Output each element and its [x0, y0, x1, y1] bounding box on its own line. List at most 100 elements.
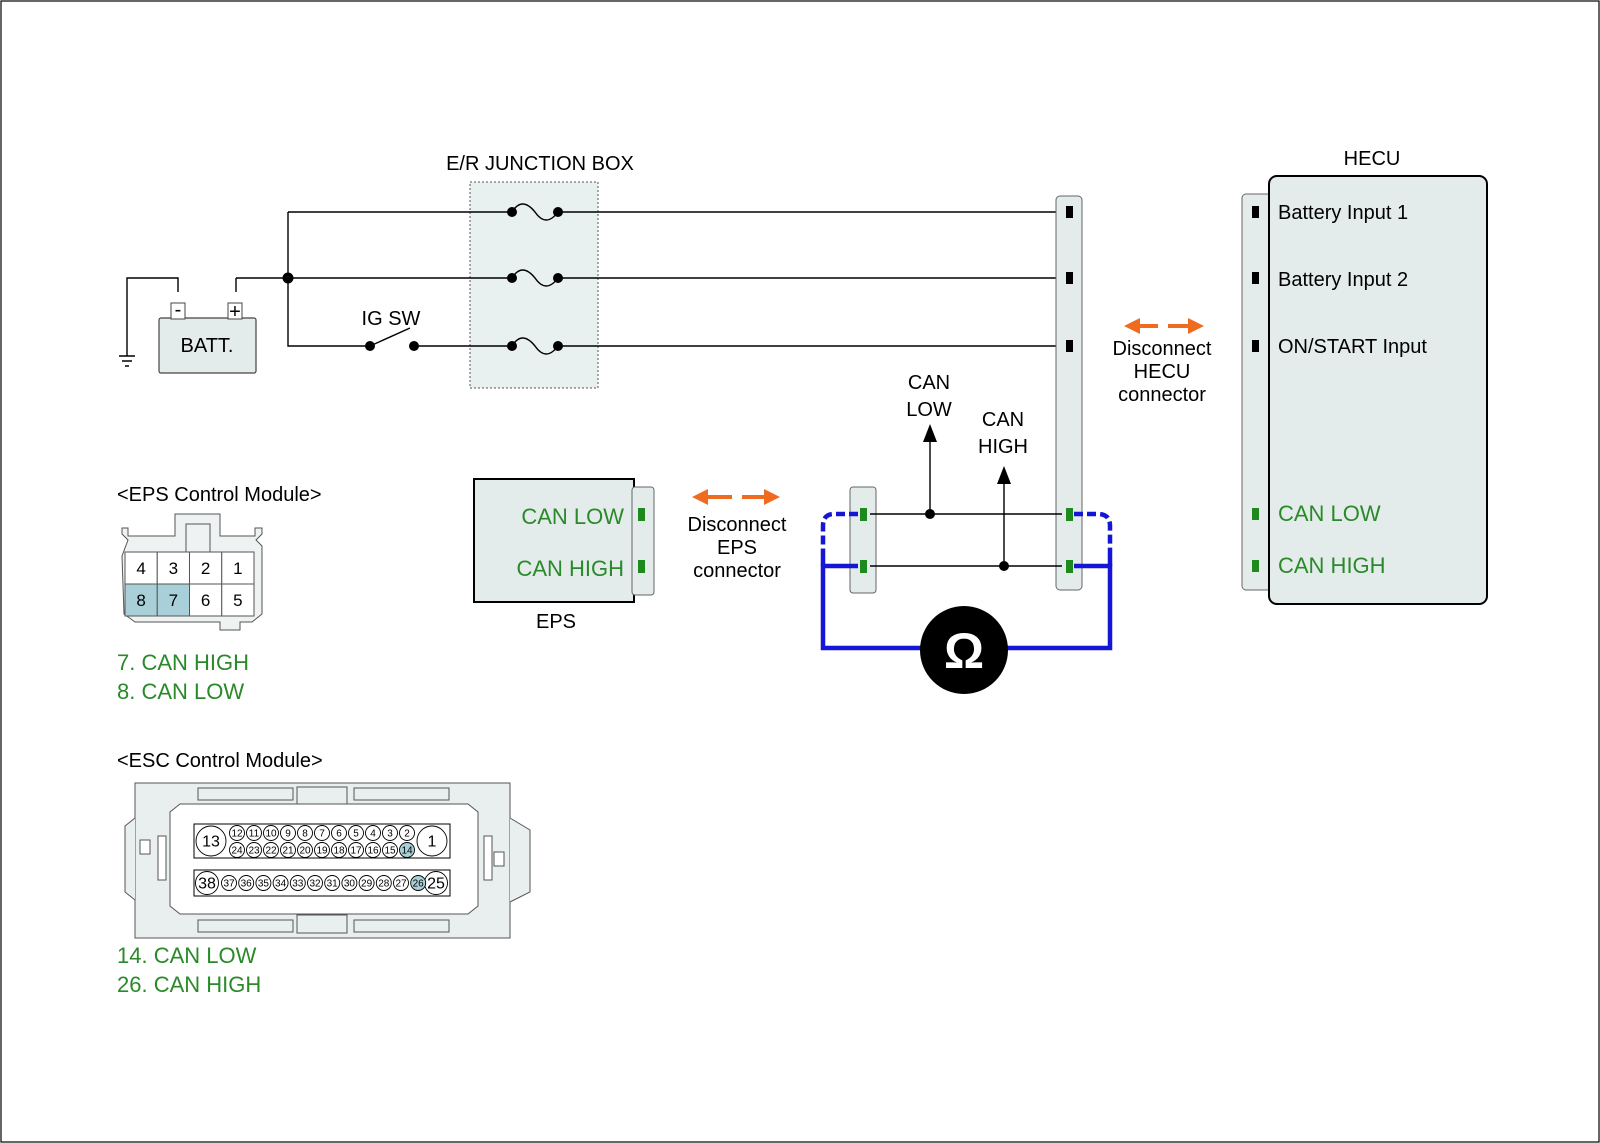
esc-pin — [416, 825, 448, 857]
esc-pin — [399, 825, 415, 841]
esc-pin — [280, 825, 296, 841]
hecu-module — [1268, 175, 1488, 605]
esc-pin — [263, 825, 279, 841]
esc-pin — [382, 842, 398, 858]
esc-pin-number: 17 — [350, 846, 362, 857]
disconnect-hecu-line1: Disconnect — [1113, 338, 1212, 360]
esc-pin — [393, 875, 409, 891]
eps-pin-cell — [189, 583, 223, 617]
eps-pin-can-low: CAN LOW — [521, 504, 624, 529]
eps-pin-number: 5 — [233, 591, 242, 610]
esc-pin — [365, 842, 381, 858]
eps-pin-number: 4 — [136, 559, 145, 578]
esc-pin — [229, 842, 245, 858]
esc-pin-number: 4 — [370, 829, 376, 840]
esc-pin — [195, 871, 219, 895]
esc-pin-number: 10 — [265, 829, 277, 840]
eps-pin-number: 7 — [169, 591, 178, 610]
esc-pin — [272, 875, 289, 891]
eps-label: EPS — [536, 611, 576, 633]
esc-pin — [375, 875, 392, 891]
esc-pin-number: 2 — [404, 829, 410, 840]
eps-pin-number: 3 — [169, 559, 178, 578]
hecu-pin-can-high: CAN HIGH — [1278, 553, 1386, 578]
eps-pin-cell — [221, 551, 255, 585]
esc-pin-number: 16 — [367, 846, 379, 857]
probe-can-low-line2: LOW — [906, 399, 952, 421]
esc-pin-number: 33 — [292, 879, 304, 890]
harness-connector — [1055, 195, 1083, 591]
disconnect-eps-line2: EPS — [717, 537, 757, 559]
esc-pin-number: 15 — [384, 846, 396, 857]
eps-pin-cell — [124, 551, 158, 585]
fuse-icon — [507, 337, 563, 355]
esc-pin-number: 6 — [336, 829, 342, 840]
esc-pin-number: 7 — [319, 829, 325, 840]
hecu-pin-can-low: CAN LOW — [1278, 501, 1381, 526]
esc-module-title: <ESC Control Module> — [117, 750, 323, 772]
esc-pin-number: 13 — [202, 834, 220, 851]
esc-pin-number: 31 — [327, 879, 339, 890]
esc-pin — [348, 842, 364, 858]
battery-positive-label: + — [229, 301, 241, 323]
ignition-switch: IG SW — [362, 308, 421, 351]
esc-pin-number: 34 — [275, 879, 287, 890]
esc-pin-number: 24 — [231, 846, 243, 857]
esc-pin-number: 9 — [285, 829, 291, 840]
hecu-pin-on-start-input: ON/START Input — [1278, 336, 1427, 358]
disconnect-hecu-arrows-icon — [1124, 318, 1204, 334]
eps-pin-number: 8 — [136, 591, 145, 610]
fuse-icon — [507, 203, 563, 221]
esc-pin-number: 32 — [309, 879, 321, 890]
battery-label: BATT. — [181, 335, 234, 357]
battery: - + BATT. — [158, 299, 257, 374]
esc-pin-number: 1 — [428, 834, 437, 851]
hecu-pin-battery-input-2: Battery Input 2 — [1278, 269, 1408, 291]
disconnect-hecu-line3: connector — [1118, 384, 1206, 406]
eps-module-title: <EPS Control Module> — [117, 484, 322, 506]
esc-pin — [280, 842, 296, 858]
esc-pin — [324, 875, 341, 891]
esc-pin-number: 26 — [413, 879, 425, 890]
esc-pin — [255, 875, 272, 891]
esc-pin — [399, 842, 415, 858]
ig-switch-label: IG SW — [362, 308, 421, 330]
disconnect-eps-line1: Disconnect — [688, 514, 787, 536]
esc-pin-number: 35 — [258, 879, 270, 890]
eps-pin-cell — [221, 583, 255, 617]
eps-pin-number: 6 — [201, 591, 210, 610]
eps-module — [473, 478, 635, 603]
probe-can-high-line1: CAN — [982, 409, 1024, 431]
eps-connector — [631, 486, 655, 596]
eps-pin-number: 2 — [201, 559, 210, 578]
esc-pin — [238, 875, 255, 891]
eps-pin-cell — [156, 551, 190, 585]
esc-pin — [314, 825, 330, 841]
esc-legend-1: 26. CAN HIGH — [117, 972, 261, 997]
esc-pin — [365, 825, 381, 841]
disconnect-eps-arrows-icon — [692, 489, 780, 505]
esc-pin-number: 30 — [344, 879, 356, 890]
esc-pin-number: 14 — [401, 846, 413, 857]
ohmmeter-icon: Ω — [920, 606, 1008, 694]
can-wires — [870, 424, 1062, 571]
eps-legend-1: 8. CAN LOW — [117, 679, 244, 704]
esc-pin — [382, 825, 398, 841]
ground-icon — [119, 355, 135, 367]
esc-pin — [229, 825, 245, 841]
esc-pin — [314, 842, 330, 858]
can-connector — [849, 486, 877, 594]
probe-can-low-line1: CAN — [908, 372, 950, 394]
esc-pin — [331, 842, 347, 858]
esc-pin — [331, 825, 347, 841]
esc-pin — [358, 875, 375, 891]
disconnect-hecu-line2: HECU — [1134, 361, 1191, 383]
ohmmeter-symbol: Ω — [944, 623, 984, 679]
disconnect-eps-line3: connector — [693, 560, 781, 582]
splice-dot — [282, 272, 294, 284]
esc-pin-number: 23 — [248, 846, 260, 857]
esc-pin-number: 18 — [333, 846, 345, 857]
hecu-pin-battery-input-1: Battery Input 1 — [1278, 202, 1408, 224]
